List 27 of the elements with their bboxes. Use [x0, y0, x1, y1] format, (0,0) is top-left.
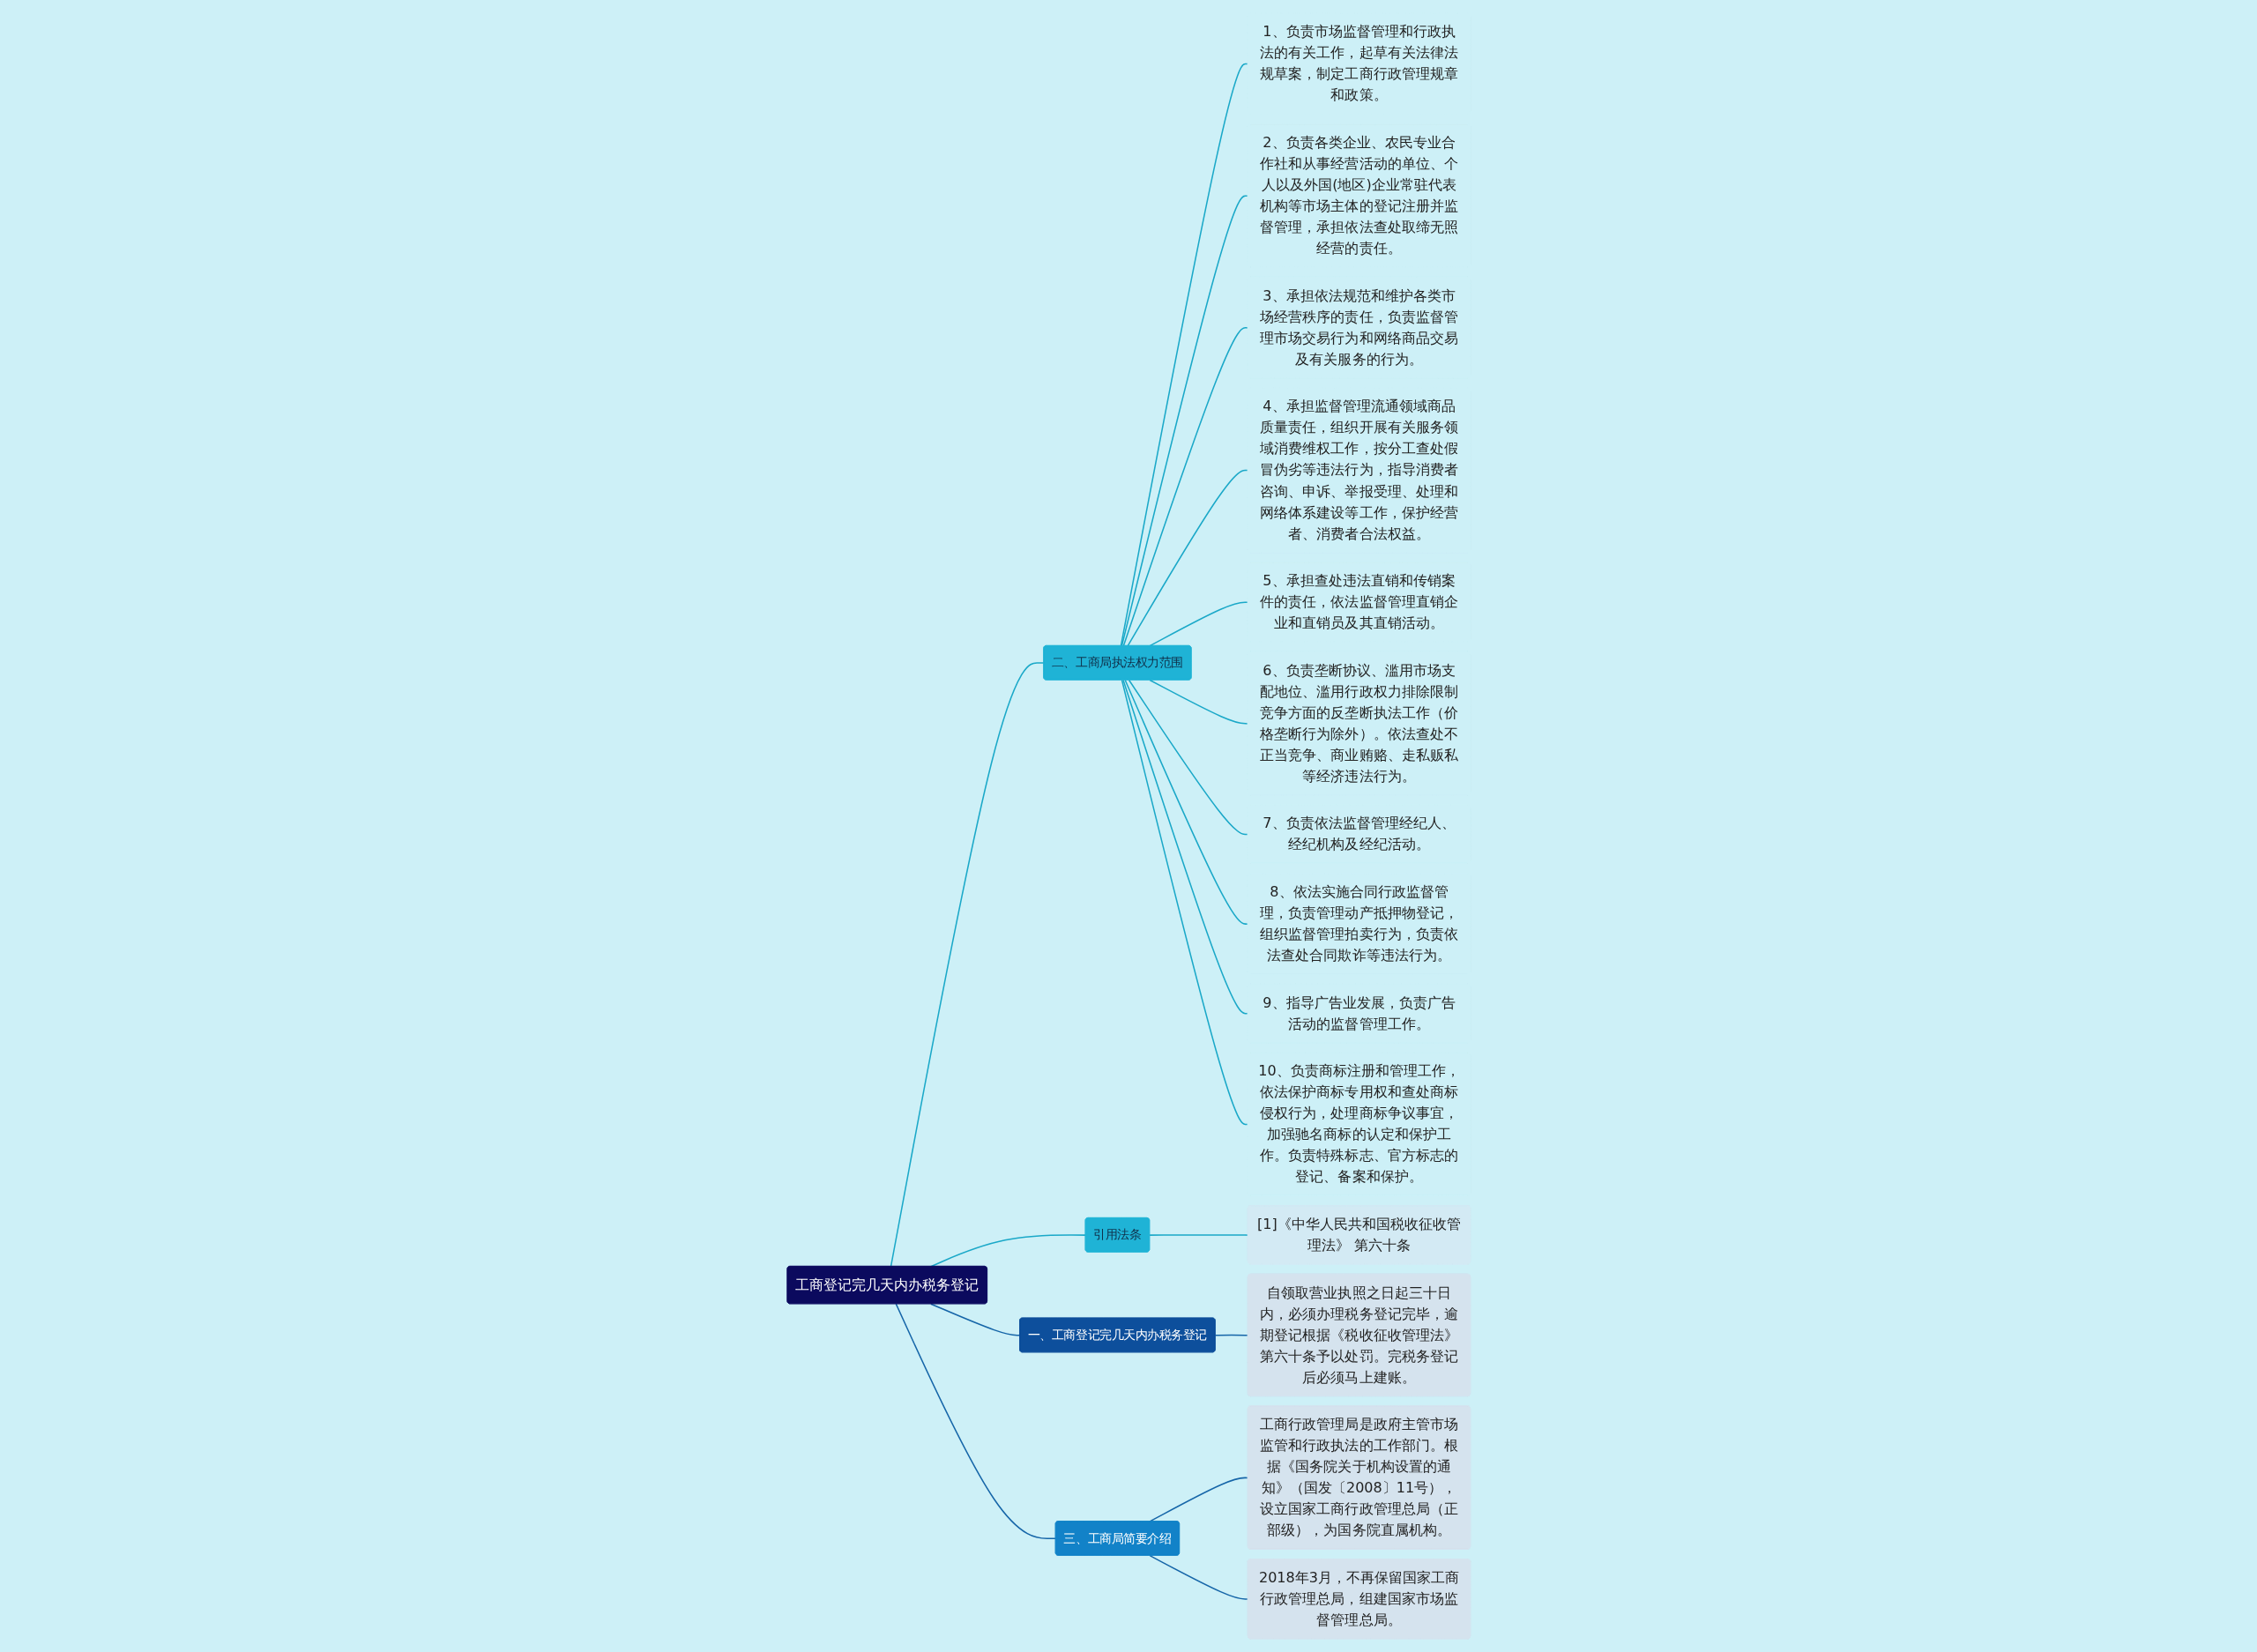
connector	[1120, 63, 1248, 647]
node-text: 9、指导广告业发展，负责广告活动的监督管理工作。	[1262, 993, 1456, 1032]
connector	[1122, 327, 1248, 647]
connector	[1121, 679, 1248, 1015]
connector	[1149, 1477, 1248, 1522]
node-text: 2、负责各类企业、农民专业合作社和从事经营活动的单位、个人以及外国(地区)企业常驻代表机构等市场主体的登记注册并监督管理，承担依法查处取缔无照经营的责任。	[1260, 134, 1458, 257]
connector	[1149, 601, 1248, 647]
connector	[1121, 195, 1248, 647]
connector	[890, 662, 1045, 1268]
connector	[1128, 679, 1248, 836]
node-text: 1、负责市场监督管理和行政执法的有关工作，起草有关法律法规草案，制定工商行政管理规章和政策。	[1260, 23, 1458, 104]
connector	[1149, 679, 1248, 725]
connector	[929, 1303, 1021, 1336]
node-text: 10、负责商标注册和管理工作，依法保护商标专用权和查处商标侵权行为，处理商标争议事宜，加强驰名商标的认定和保护工作。负责特殊标志、官方标志的登记、备案和保护。	[1257, 1062, 1460, 1186]
node-text: 4、承担监督管理流通领域商品质量责任，组织开展有关服务领域消费维权工作，按分工查处假冒伪劣等违法行为，指导消费者咨询、申诉、举报受理、处理和网络体系建设等工作，保护经营者、消费者合法权益。	[1260, 398, 1458, 542]
connector	[895, 1303, 1056, 1540]
node-text: 7、负责依法监督管理经纪人、经纪机构及经纪活动。	[1262, 815, 1456, 853]
node-text: 6、负责垄断协议、滥用市场支配地位、滥用行政权力排除限制竞争方面的反垄断执法工作（价格垄断行为除外）。依法查处不正当竞争、商业贿赂、走私贩私等经济违法行为。	[1260, 661, 1458, 785]
connector	[1124, 679, 1248, 925]
connector	[1148, 1234, 1248, 1236]
node-text: 5、承担查处违法直销和传销案件的责任，依法监督管理直销企业和直销员及其直销活动。	[1260, 572, 1458, 631]
connector	[1121, 679, 1248, 1126]
node-text: 8、依法实施合同行政监督管理，负责管理动产抵押物登记，组织监督管理拍卖行为，负责依法查处合同欺诈等违法行为。	[1260, 883, 1458, 964]
connector	[1127, 469, 1248, 647]
connector	[1214, 1334, 1248, 1336]
connector	[1149, 1554, 1248, 1600]
node-text: 3、承担依法规范和维护各类市场经营秩序的责任，负责监督管理市场交易行为和网络商品交易及有关服务的行为。	[1260, 286, 1458, 368]
